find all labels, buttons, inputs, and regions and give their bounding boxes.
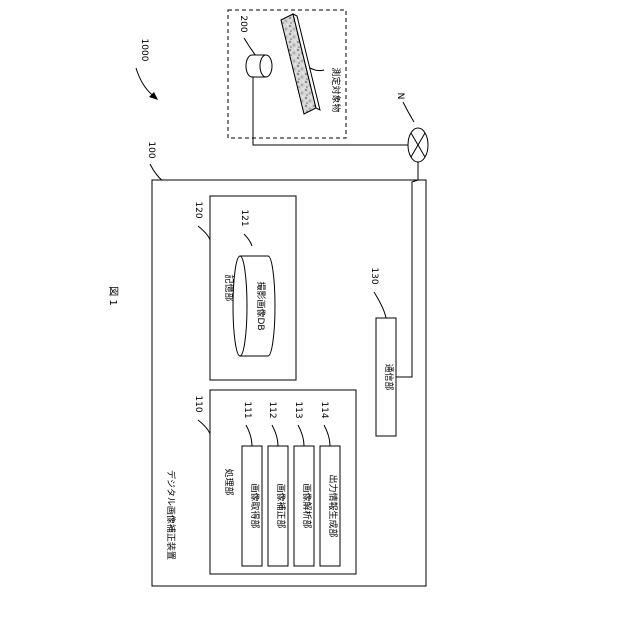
- db-label: 撮影画像DB: [255, 281, 267, 330]
- figure-label: 図 1: [107, 286, 119, 306]
- processing-label: 処理部: [223, 468, 235, 495]
- comm-label: 通信部: [383, 363, 395, 390]
- module-111-number: 111: [242, 401, 252, 418]
- db-cylinder: [233, 256, 275, 356]
- object-leader: [310, 68, 324, 71]
- camera-leader: [244, 38, 256, 56]
- module-113-number: 113: [293, 401, 303, 418]
- camera-number: 200: [238, 15, 248, 32]
- device-leader: [150, 164, 164, 182]
- device-number: 100: [146, 141, 156, 158]
- db-number: 121: [239, 209, 249, 226]
- device-label: デジタル画像補正装置: [165, 470, 177, 560]
- module-111-label: 画像取得部: [249, 483, 261, 528]
- module-114-label: 出力情報生成部: [327, 474, 339, 537]
- module-112-number: 112: [267, 401, 277, 418]
- storage-number: 120: [193, 201, 203, 218]
- module-114-number: 114: [319, 401, 329, 418]
- processing-number: 110: [193, 395, 203, 412]
- module-112-label: 画像補正部: [275, 483, 287, 528]
- network-leader: [403, 102, 414, 122]
- object-label: 測定対象物: [330, 67, 342, 112]
- camera-body: [246, 55, 272, 77]
- comm-number: 130: [369, 267, 379, 284]
- system-number: 1000: [139, 39, 149, 62]
- module-113-label: 画像解析部: [301, 483, 313, 528]
- network-label: N: [395, 93, 405, 100]
